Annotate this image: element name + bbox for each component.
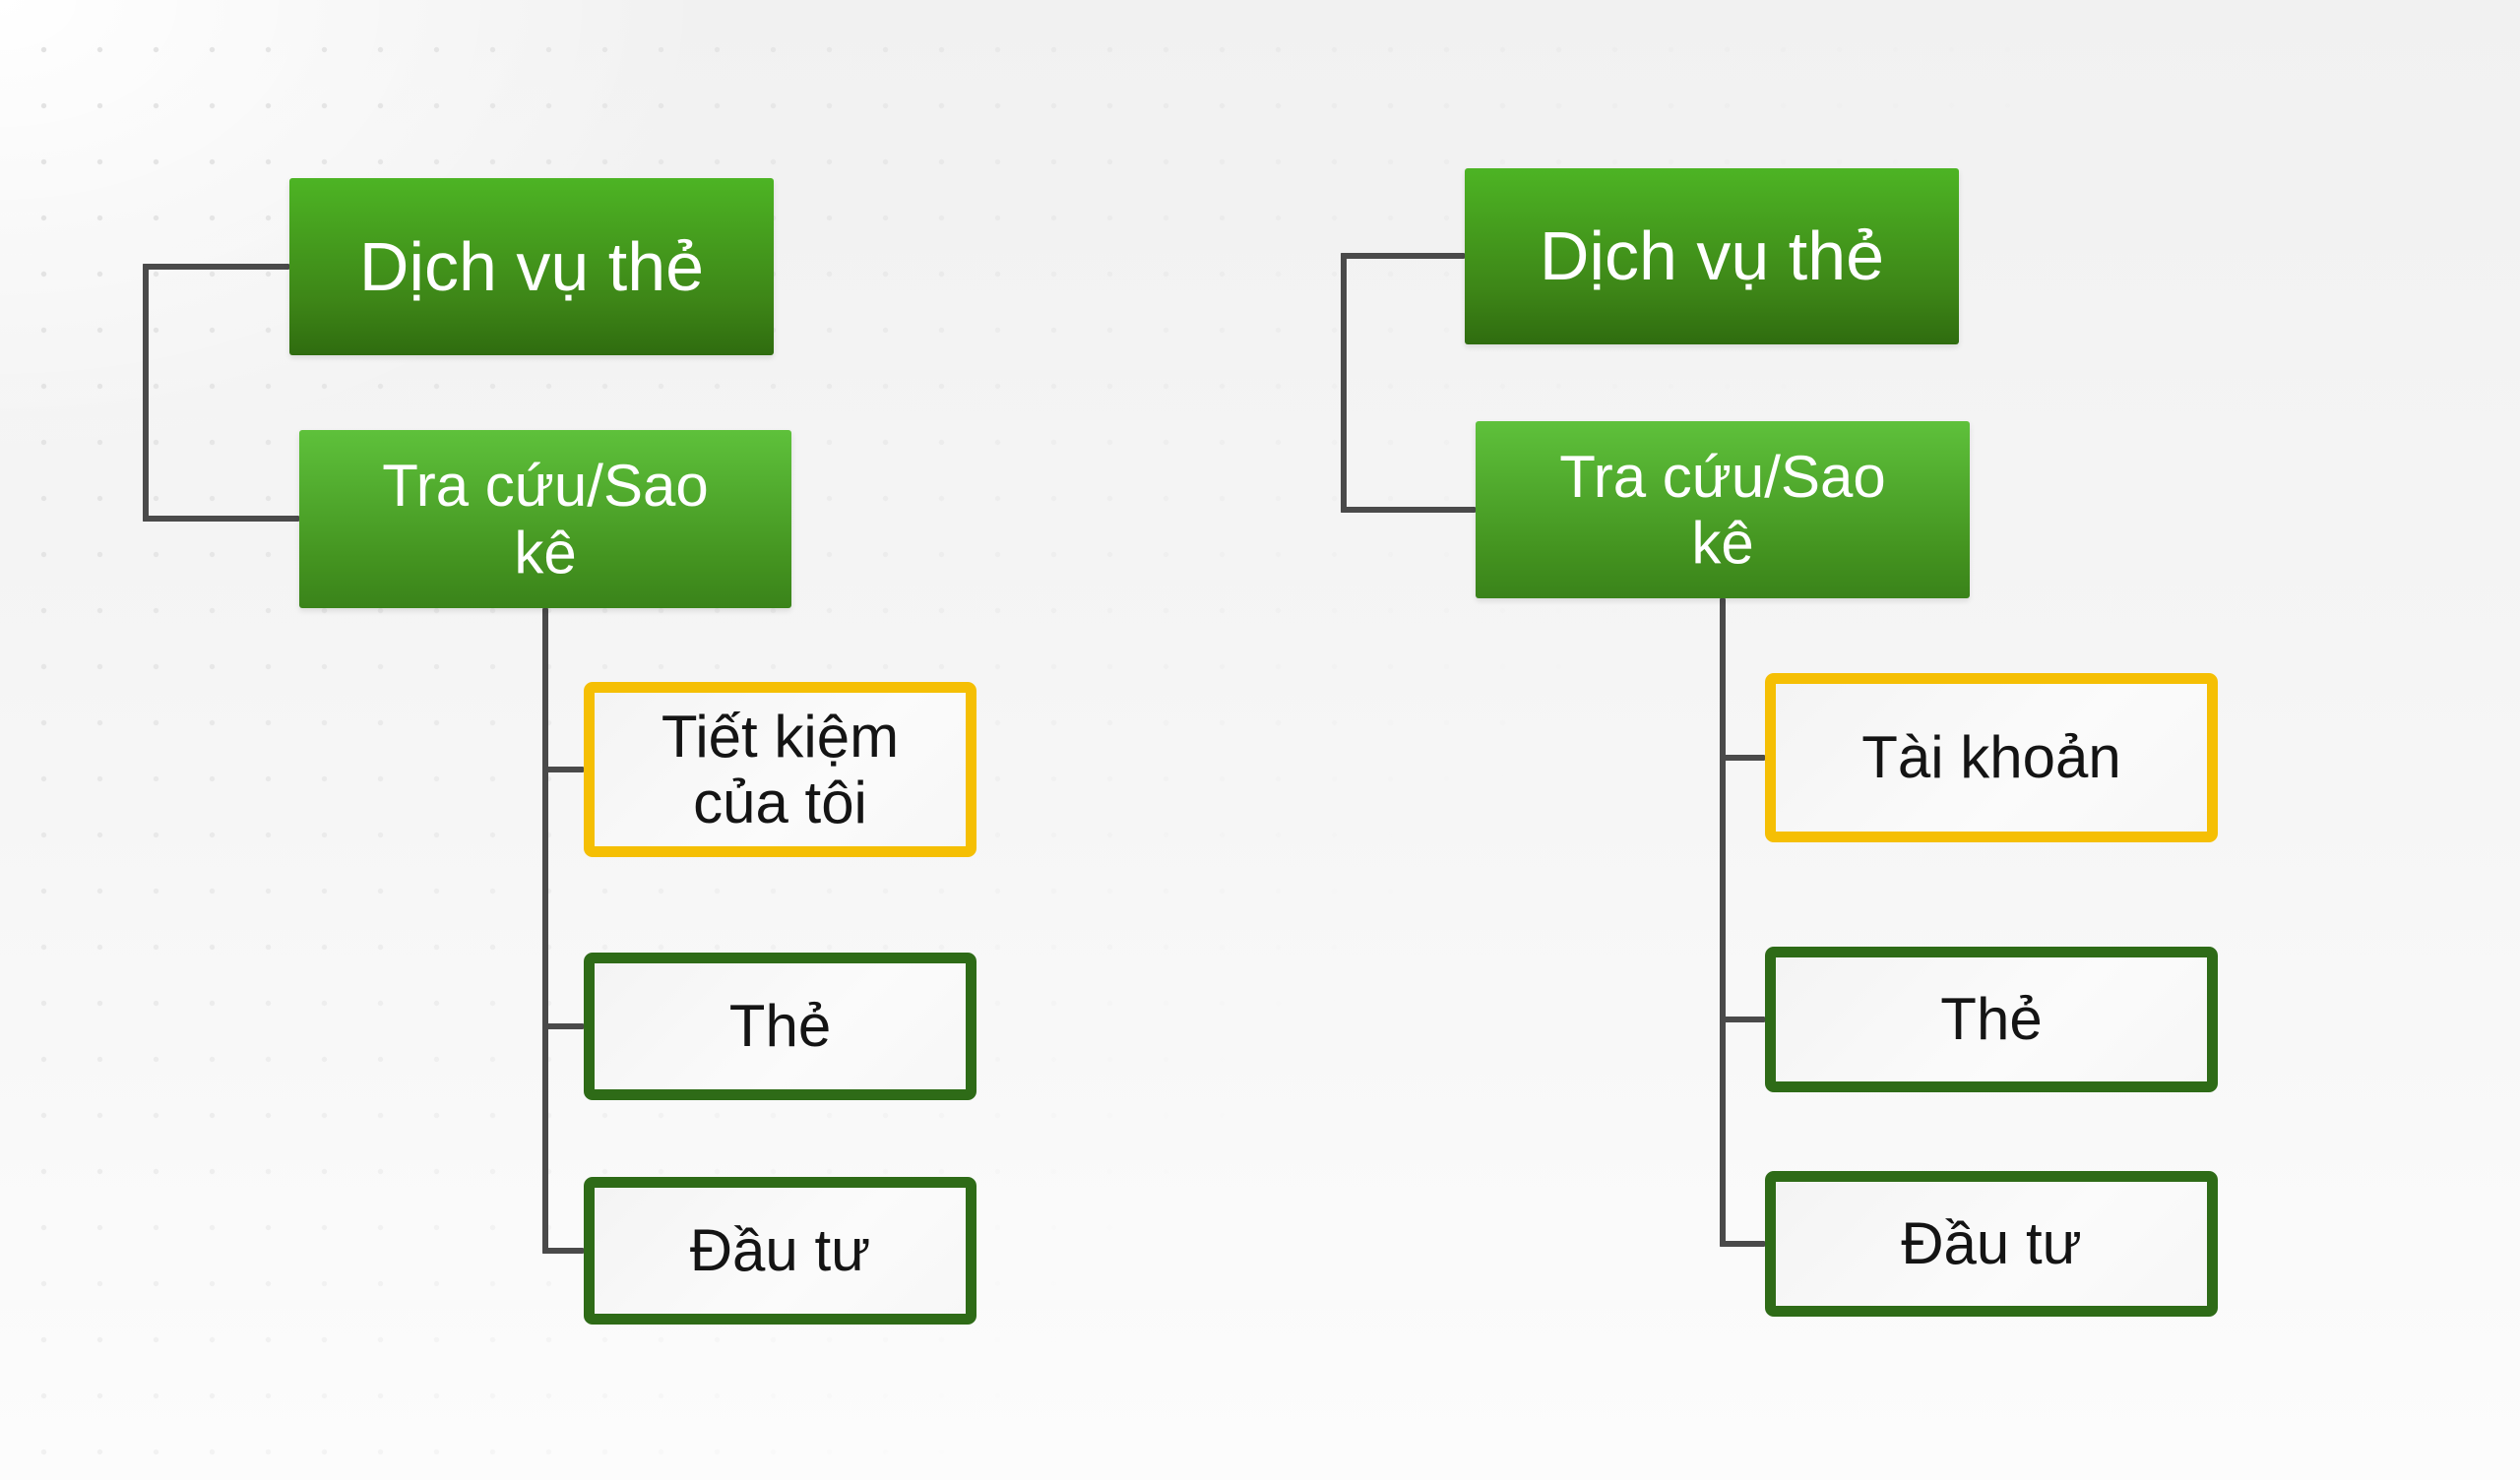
right-child-node-dau-tu[interactable]: Đầu tư xyxy=(1765,1171,2218,1317)
right-branch-connector-1 xyxy=(1720,755,1765,761)
left-child-label-2: Thẻ xyxy=(728,993,832,1060)
right-child-label-1: Tài khoản xyxy=(1861,724,2121,791)
right-elbow-connector-vertical xyxy=(1341,253,1347,513)
right-level2-label: Tra cứu/Sao kê xyxy=(1559,443,1886,576)
left-child-node-tiet-kiem-cua-toi[interactable]: Tiết kiệm của tôi xyxy=(584,682,976,857)
left-branch-connector-3 xyxy=(542,1248,584,1254)
right-child-node-the[interactable]: Thẻ xyxy=(1765,947,2218,1092)
left-child-label-1: Tiết kiệm của tôi xyxy=(661,703,900,835)
left-child-node-dau-tu[interactable]: Đầu tư xyxy=(584,1177,976,1325)
left-branch-connector-2 xyxy=(542,1023,584,1029)
right-elbow-connector-top xyxy=(1341,253,1465,259)
left-elbow-connector-vertical xyxy=(143,264,149,522)
right-child-label-2: Thẻ xyxy=(1940,986,2043,1053)
left-trunk-connector xyxy=(542,608,548,1254)
right-child-label-3: Đầu tư xyxy=(1901,1210,2082,1277)
left-child-label-3: Đầu tư xyxy=(689,1217,871,1284)
right-level2-node-tra-cuu-sao-ke[interactable]: Tra cứu/Sao kê xyxy=(1476,421,1970,598)
left-child-node-the[interactable]: Thẻ xyxy=(584,953,976,1100)
left-level2-label: Tra cứu/Sao kê xyxy=(382,453,709,586)
left-branch-connector-1 xyxy=(542,767,584,772)
right-root-label: Dịch vụ thẻ xyxy=(1539,217,1885,295)
right-branch-connector-3 xyxy=(1720,1241,1765,1247)
left-root-node-dich-vu-the[interactable]: Dịch vụ thẻ xyxy=(289,178,774,355)
right-trunk-connector xyxy=(1720,598,1726,1247)
left-elbow-connector-top xyxy=(143,264,289,270)
right-root-node-dich-vu-the[interactable]: Dịch vụ thẻ xyxy=(1465,168,1959,344)
left-elbow-connector-bottom xyxy=(143,516,299,522)
left-root-label: Dịch vụ thẻ xyxy=(358,227,705,305)
right-branch-connector-2 xyxy=(1720,1017,1765,1022)
right-child-node-tai-khoan[interactable]: Tài khoản xyxy=(1765,673,2218,842)
left-level2-node-tra-cuu-sao-ke[interactable]: Tra cứu/Sao kê xyxy=(299,430,791,608)
right-elbow-connector-bottom xyxy=(1341,507,1476,513)
